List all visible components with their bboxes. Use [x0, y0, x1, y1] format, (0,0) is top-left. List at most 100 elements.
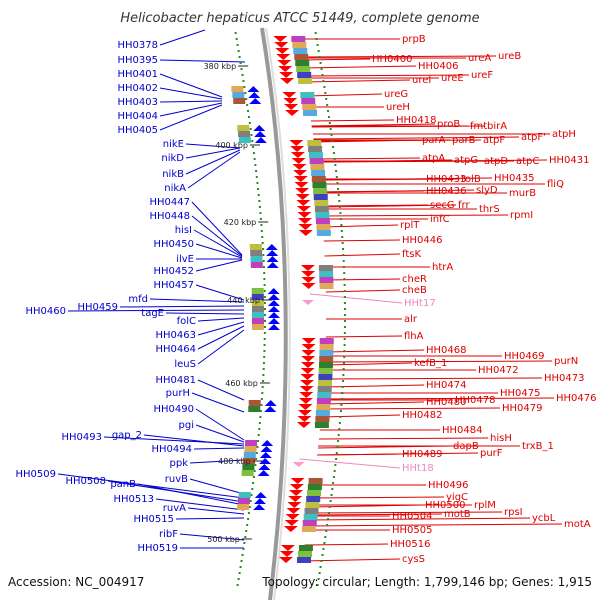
- gene-color-block: [244, 446, 257, 452]
- left-gene-label: HH0513: [114, 494, 155, 505]
- strand-dot: [262, 254, 265, 256]
- right-gene-label: motB: [444, 509, 471, 520]
- forward-gene-arrow: [290, 152, 305, 158]
- left-connector-line: [159, 29, 206, 46]
- left-connector-line: [195, 284, 245, 301]
- forward-gene-arrow: [286, 508, 301, 514]
- strand-dot: [336, 446, 339, 448]
- forward-gene-arrow: [279, 551, 294, 557]
- right-gene-label: ureA: [468, 53, 491, 64]
- gene-color-block: [250, 262, 263, 268]
- strand-dot: [343, 278, 346, 280]
- gene-color-block: [295, 60, 310, 66]
- forward-gene-arrow: [293, 176, 308, 182]
- forward-gene-arrow: [276, 54, 291, 60]
- right-gene-label: hisH: [490, 433, 512, 444]
- forward-gene-arrow: [292, 164, 307, 170]
- forward-gene-arrow: [295, 194, 310, 200]
- strand-dot: [238, 56, 241, 58]
- left-connector-line: [197, 329, 245, 365]
- strand-dot: [337, 194, 340, 196]
- right-gene-label: infC: [430, 214, 450, 225]
- right-connector-line: [304, 79, 411, 83]
- left-gene-label: hisI: [175, 225, 192, 236]
- right-gene-label: HH0468: [426, 345, 467, 356]
- genome-stats-text: Topology: circular; Length: 1,799,146 bp…: [261, 575, 592, 589]
- gene-color-block: [314, 206, 329, 212]
- forward-gene-arrow: [289, 484, 304, 490]
- strand-dot: [263, 308, 266, 310]
- left-gene-label: HH0450: [154, 239, 195, 250]
- right-gene-label: HH0482: [402, 410, 443, 421]
- gene-color-block: [237, 498, 250, 504]
- forward-gene-arrow: [296, 206, 311, 212]
- left-connector-lines: [57, 29, 246, 549]
- right-connector-line: [324, 362, 413, 366]
- strand-dot: [252, 476, 255, 478]
- kbp-marker-label: 500 kbp: [207, 535, 240, 544]
- left-connector-line: [193, 447, 245, 450]
- reverse-gene-arrow: [253, 125, 266, 131]
- left-connector-line: [191, 392, 245, 413]
- strand-dot: [343, 350, 346, 352]
- forward-gene-arrow: [298, 398, 313, 404]
- strand-dot: [257, 194, 260, 196]
- strand-dot: [318, 56, 321, 58]
- right-gene-label: cheR: [402, 274, 427, 285]
- gene-color-block: [317, 386, 332, 392]
- strand-dot: [332, 476, 335, 478]
- strand-dot: [252, 152, 255, 154]
- left-connector-line: [119, 305, 245, 308]
- strand-dot: [343, 302, 346, 304]
- strand-dot: [343, 308, 346, 310]
- strand-dot: [237, 50, 240, 52]
- left-gene-label: HH0404: [118, 111, 159, 122]
- gene-color-block: [231, 86, 244, 92]
- strand-dot: [248, 506, 251, 508]
- gene-color-block: [249, 244, 262, 250]
- strand-dot: [343, 356, 346, 358]
- left-gene-label: HH0515: [134, 514, 175, 525]
- right-gene-label: tolB: [461, 174, 481, 185]
- gene-color-block: [306, 496, 321, 502]
- strand-dot: [239, 566, 242, 568]
- right-gene-label: prpB: [402, 34, 426, 45]
- forward-gene-arrow: [279, 557, 294, 563]
- gene-color-block: [233, 98, 246, 104]
- left-gene-label: ruvA: [163, 503, 186, 514]
- left-connector-line: [197, 321, 245, 336]
- strand-dot: [337, 440, 340, 442]
- gene-color-block: [307, 490, 322, 496]
- right-gene-label: dapB: [453, 441, 479, 452]
- accession-text: Accession: NC_004917: [8, 575, 144, 589]
- strand-dot: [249, 500, 252, 502]
- strand-dot: [341, 236, 344, 238]
- kbp-marker-label: 420 kbp: [224, 218, 257, 227]
- left-gene-label: tagE: [141, 308, 164, 319]
- right-connector-line: [321, 204, 429, 207]
- left-gene-label: HH0459: [78, 302, 119, 313]
- gene-color-block: [242, 464, 255, 470]
- left-gene-label: gap_2: [112, 430, 142, 441]
- reverse-gene-arrow: [259, 452, 272, 458]
- gene-color-block: [316, 398, 331, 404]
- strand-dot: [246, 104, 249, 106]
- reverse-gene-arrow: [264, 400, 277, 406]
- gene-color-block: [318, 362, 333, 368]
- right-connector-line: [322, 224, 399, 228]
- left-connector-line: [187, 151, 241, 189]
- right-connector-line: [323, 384, 425, 388]
- right-gene-label: HH0469: [504, 351, 545, 362]
- right-gene-label: HH0431: [549, 155, 590, 166]
- forward-gene-arrow: [299, 392, 314, 398]
- strand-dot: [340, 224, 343, 226]
- right-gene-label: ureE: [441, 73, 464, 84]
- right-gene-label: alr: [404, 314, 418, 325]
- strand-dot: [341, 392, 344, 394]
- gene-color-block: [316, 224, 331, 230]
- gene-color-block: [311, 176, 326, 182]
- gene-color-block: [245, 440, 258, 446]
- strand-dot: [261, 392, 264, 394]
- strand-dot: [250, 134, 253, 136]
